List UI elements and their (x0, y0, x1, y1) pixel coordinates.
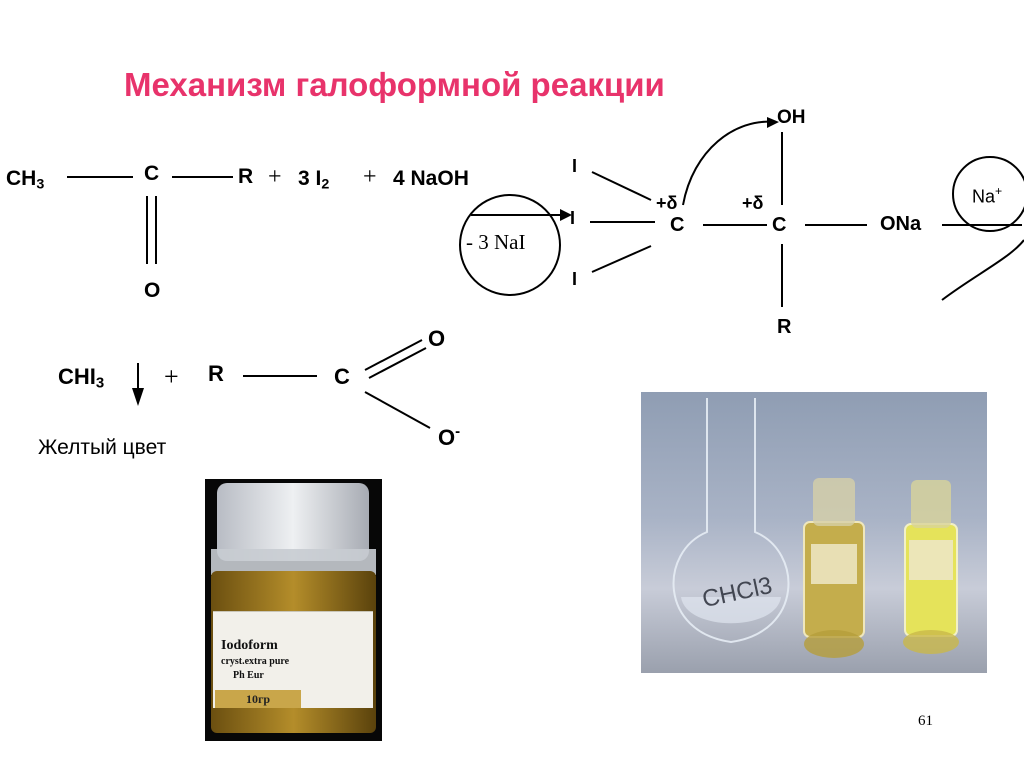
bond-c-o-double-p1 (364, 339, 423, 371)
plus-sign-2: + (363, 164, 377, 190)
plus-sign-products: + (164, 362, 179, 391)
bottle-label: Iodoform cryst.extra pure Ph Eur 10гр (213, 611, 373, 708)
label-grade: cryst.extra pure (221, 656, 290, 667)
r-group-intermediate: R (777, 316, 792, 338)
iodine-middle: I (570, 208, 576, 228)
ona-group: ONa (880, 213, 922, 235)
iodoform-product: CHI3 (58, 364, 105, 392)
sodium-ion: Na+ (972, 184, 1003, 207)
carbon-ci3: C (670, 214, 685, 236)
carboxylate-oxygen-minus: O- (438, 423, 461, 450)
flasks-photo: CHCl3 (641, 392, 987, 673)
label-standard: Ph Eur (233, 670, 264, 681)
eliminated-nai: - 3 NaI (466, 230, 526, 254)
partial-charge-2: +δ (742, 193, 764, 213)
partial-charge-1: +δ (656, 193, 678, 213)
flasks-drawing (672, 398, 959, 658)
bond-i-top-c (591, 171, 652, 201)
curved-arrow-na (941, 239, 1024, 301)
na-circle (952, 156, 1024, 232)
iodoform-bottle-photo: Iodoform cryst.extra pure Ph Eur 10гр (205, 479, 382, 741)
arrowhead-oh (767, 117, 779, 128)
curved-arrow-oh (682, 120, 776, 206)
bond-c-o-double-p2 (368, 347, 427, 379)
bond-i-bot-c (591, 245, 652, 273)
bond-c-o-single (364, 391, 431, 429)
carbonyl-oxygen: O (144, 279, 161, 302)
carboxylate-oxygen-double: O (428, 326, 446, 351)
plus-sign-1: + (268, 164, 282, 190)
r-group: R (238, 165, 254, 188)
iodine-reagent: 3 I2 (298, 167, 330, 193)
yellow-color-note: Желтый цвет (38, 436, 167, 459)
slide-title: Механизм галоформной реакции (124, 66, 665, 103)
naoh-reagent: 4 NaOH (393, 167, 469, 190)
page-number: 61 (918, 713, 933, 729)
ch3-group: CH3 (6, 167, 45, 193)
carbonyl-carbon: C (144, 162, 160, 185)
eliminated-circle (459, 194, 561, 296)
iodine-top: I (572, 156, 578, 176)
precipitate-arrowhead (132, 388, 144, 406)
arrowhead-into-circle (560, 209, 572, 221)
carboxylate-carbon: C (334, 364, 350, 389)
label-mass: 10гр (215, 690, 301, 708)
iodine-bottom: I (572, 269, 578, 289)
hydroxyl-group: OH (777, 107, 806, 128)
carbon-central: C (772, 214, 787, 236)
label-name: Iodoform (221, 638, 278, 653)
r-group-product: R (208, 361, 224, 386)
